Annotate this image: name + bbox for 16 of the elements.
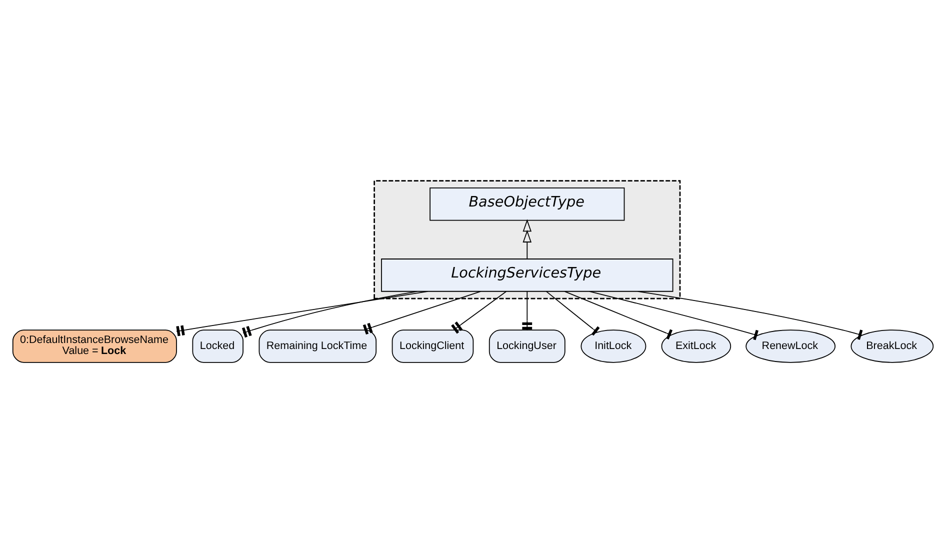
node-box: LockingUser [488, 329, 566, 362]
arrow [522, 218, 532, 259]
node-box: Locked [192, 329, 244, 362]
node-box: LockingClient [392, 329, 474, 362]
connector [451, 290, 507, 334]
node-box: 0:DefaultInstanceBrowseName Value = Lock [12, 329, 177, 362]
node-box: BaseObjectType [430, 187, 625, 220]
node-box: Remaining LockTime [258, 329, 377, 362]
node-box: LockingServicesType [381, 258, 674, 292]
connector [242, 290, 418, 338]
connector [637, 290, 863, 340]
connector [564, 290, 673, 339]
cluster [374, 180, 681, 299]
connector [176, 290, 428, 336]
connector [589, 290, 758, 340]
connector [546, 290, 600, 336]
